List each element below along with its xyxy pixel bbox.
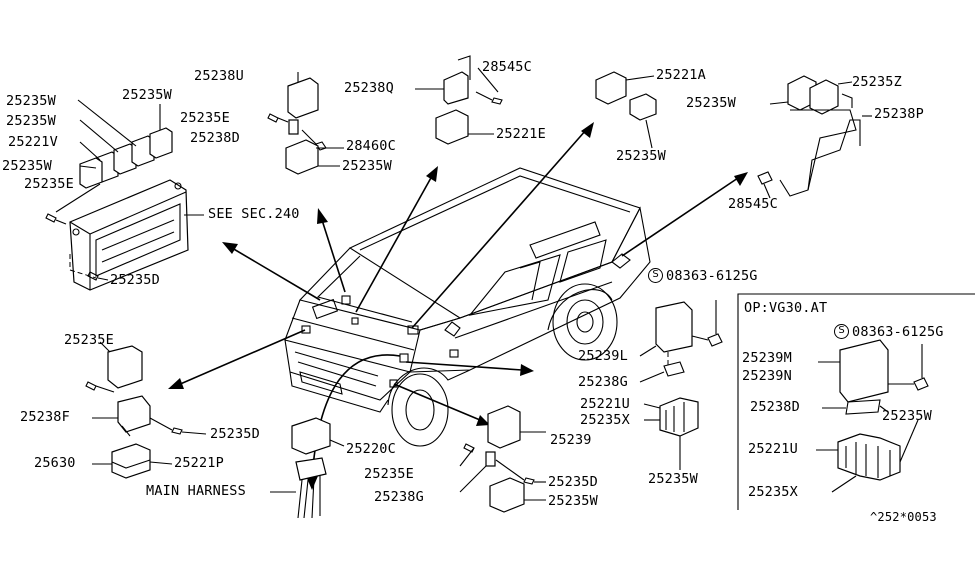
relay-group-top-left — [267, 72, 344, 175]
label-25235W-h: 25235W — [648, 471, 698, 487]
label-25630: 25630 — [34, 455, 76, 471]
label-25238F: 25238F — [20, 409, 70, 425]
label-25239N: 25239N — [742, 368, 792, 384]
relay-group-left-bottom — [85, 341, 207, 479]
label-25235W-e: 25235W — [342, 158, 392, 174]
label-25238U: 25238U — [194, 68, 244, 84]
label-25235W-b: 25235W — [6, 113, 56, 129]
label-25221A: 25221A — [656, 67, 706, 83]
label-28460C: 28460C — [346, 138, 396, 154]
label-25235X-b: 25235X — [748, 484, 798, 500]
s-mark-a: S — [648, 268, 663, 283]
label-option-vg30-at: OP:VG30.AT — [744, 300, 828, 316]
label-25235W-j: 25235W — [548, 493, 598, 509]
label-25235E-b: 25235E — [180, 110, 230, 126]
label-25235D-c: 25235D — [548, 474, 598, 490]
label-25235W-g: 25235W — [686, 95, 736, 111]
label-25221P: 25221P — [174, 455, 224, 471]
label-25235E-a: 25235E — [24, 176, 74, 192]
label-25235W-a: 25235W — [6, 93, 56, 109]
label-25221U-a: 25221U — [580, 396, 630, 412]
pointer-arrows — [168, 122, 748, 490]
label-25239: 25239 — [550, 432, 592, 448]
vehicle-outline — [284, 167, 651, 447]
label-25238Q: 25238Q — [344, 80, 394, 96]
label-28545C-b: 28545C — [728, 196, 778, 212]
label-25238D-b: 25238D — [750, 399, 800, 415]
label-25235X-a: 25235X — [580, 412, 630, 428]
label-25235E-c: 25235E — [64, 332, 114, 348]
label-25239L: 25239L — [578, 348, 628, 364]
label-25238G-b: 25238G — [374, 489, 424, 505]
label-25238P: 25238P — [874, 106, 924, 122]
option-box — [737, 293, 975, 510]
label-28545C-a: 28545C — [482, 59, 532, 75]
label-25235D-b: 25235D — [210, 426, 260, 442]
label-25238G-a: 25238G — [578, 374, 628, 390]
label-25220C: 25220C — [346, 441, 396, 457]
label-25235W-f: 25235W — [616, 148, 666, 164]
label-25239M: 25239M — [742, 350, 792, 366]
label-25221E: 25221E — [496, 126, 546, 142]
relay-block-left — [45, 99, 204, 291]
relay-group-center-bottom — [459, 405, 546, 513]
relay-25220c-harness — [270, 417, 345, 519]
label-25221U-b: 25221U — [748, 441, 798, 457]
label-08363-6125G-a: 08363-6125G — [666, 268, 758, 284]
label-25235Z: 25235Z — [852, 74, 902, 90]
label-08363-6125G-b: 08363-6125G — [852, 324, 944, 340]
relay-group-top-center — [415, 55, 503, 145]
label-main-harness: MAIN HARNESS — [146, 483, 246, 499]
label-25235D-a: 25235D — [110, 272, 160, 288]
label-diagram-code: ^252*0053 — [870, 510, 937, 524]
label-25235E-d: 25235E — [364, 466, 414, 482]
label-25238D-a: 25238D — [190, 130, 240, 146]
relay-group-right-center — [639, 300, 723, 470]
label-25235W-i: 25235W — [882, 408, 932, 424]
label-25235W-c: 25235W — [122, 87, 172, 103]
relay-group-top-right — [595, 71, 872, 199]
label-25235W-d: 25235W — [2, 158, 52, 174]
label-25221V: 25221V — [8, 134, 58, 150]
s-mark-b: S — [834, 324, 849, 339]
label-see-sec-240: SEE SEC.240 — [208, 206, 300, 222]
